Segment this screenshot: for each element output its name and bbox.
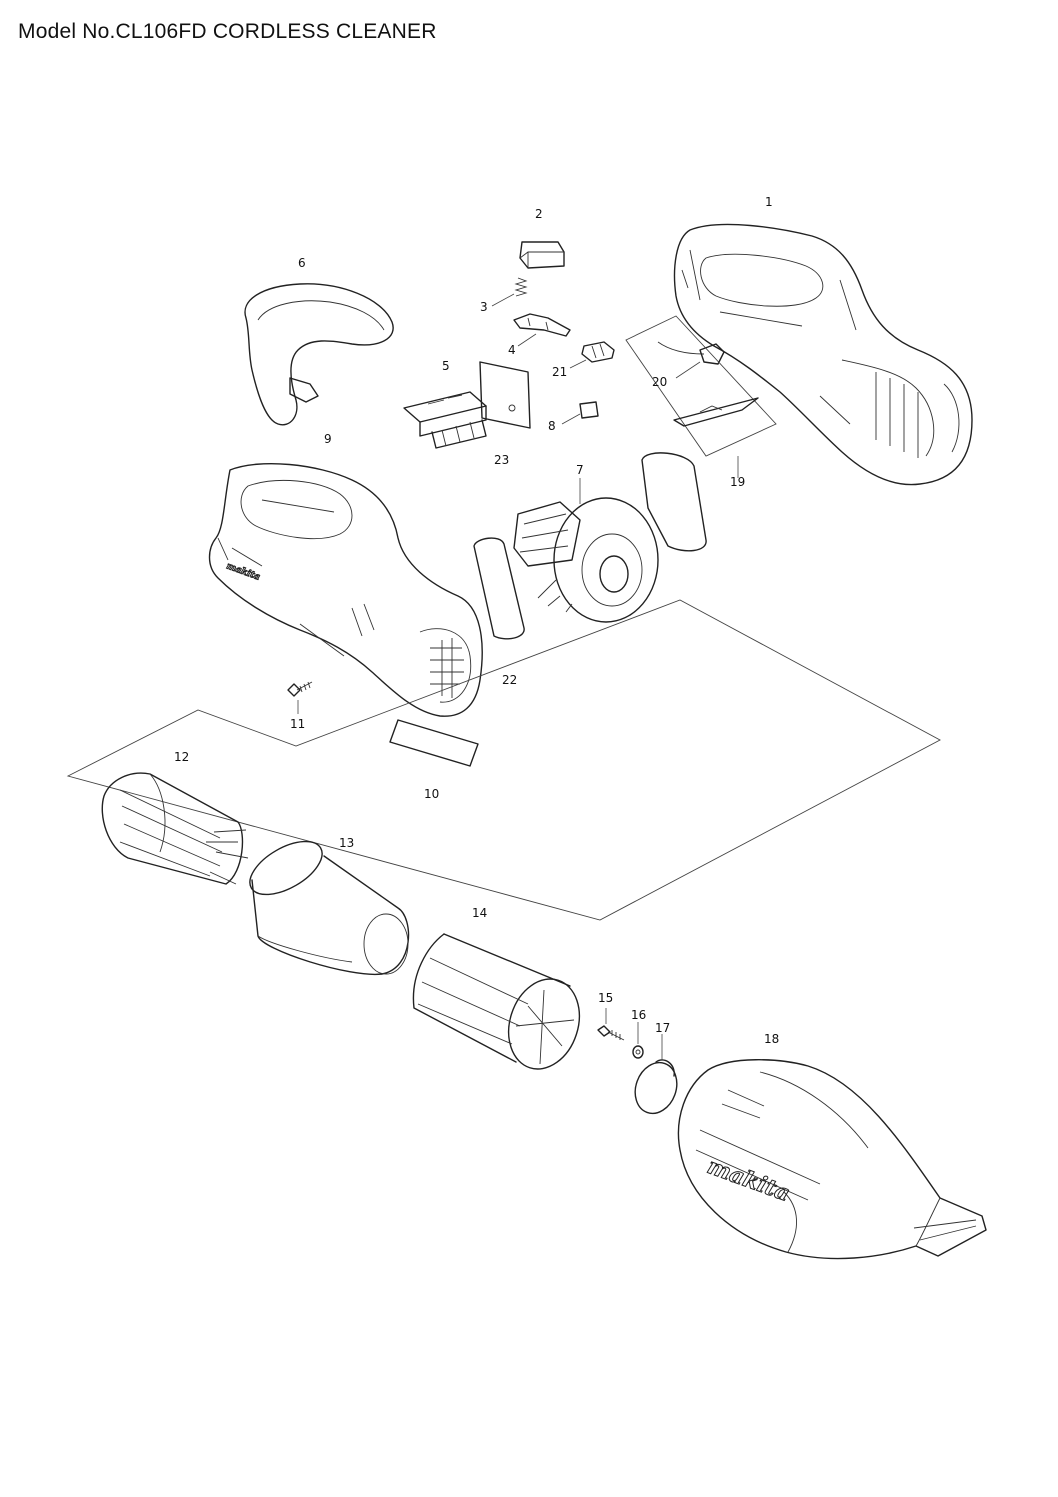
- callout-10: 10: [424, 787, 439, 801]
- callout-17: 17: [655, 1021, 670, 1035]
- callout-8: 8: [548, 419, 556, 433]
- callout-numbers: 1 2 3 4 5 6 7 8 9 10 11 12 13 14 15 16 1…: [174, 195, 779, 1046]
- part-20-lead-terminal: [657, 341, 725, 379]
- part-11-screw: [287, 681, 313, 714]
- callout-3: 3: [480, 300, 488, 314]
- part-17-valve: [634, 1034, 678, 1115]
- callout-11: 11: [290, 717, 305, 731]
- part-1-housing-right: [673, 223, 973, 486]
- callout-21: 21: [552, 365, 567, 379]
- part-7-motor-fan: [513, 478, 659, 623]
- part-10-label: [389, 719, 479, 767]
- part-4-switch-lever: [513, 313, 571, 347]
- nozzle-logo-text: makita: [704, 1153, 793, 1207]
- callout-14: 14: [472, 906, 487, 920]
- callout-12: 12: [174, 750, 189, 764]
- part-14-filter: [412, 933, 581, 1070]
- diagram-title: Model No.CL106FD CORDLESS CLEANER: [18, 20, 437, 43]
- callout-18: 18: [764, 1032, 779, 1046]
- part-13-cloth-filter: [249, 840, 410, 976]
- callout-9: 9: [324, 432, 332, 446]
- callout-13: 13: [339, 836, 354, 850]
- callout-7: 7: [576, 463, 584, 477]
- part-16-washer: [632, 1022, 644, 1059]
- part-22-seal: [473, 537, 525, 640]
- callout-16: 16: [631, 1008, 646, 1022]
- part-12-prefilter: [101, 772, 249, 885]
- callout-23: 23: [494, 453, 509, 467]
- part-2-switch: [519, 241, 565, 269]
- callout-15: 15: [598, 991, 613, 1005]
- part-23-terminal-block: [403, 391, 487, 449]
- part-21-connector: [569, 341, 615, 369]
- part-6-hook: [244, 283, 394, 426]
- part-8-plate: [561, 401, 599, 425]
- callout-19: 19: [730, 475, 745, 489]
- part-5-seal: [479, 361, 531, 429]
- housing-logo-text: makita: [225, 561, 261, 582]
- part-3-spring: [491, 277, 528, 307]
- part-22-foam-right: [641, 452, 707, 552]
- part-9-housing-left: makita: [208, 463, 483, 717]
- callout-6: 6: [298, 256, 306, 270]
- callout-4: 4: [508, 343, 516, 357]
- part-19-group-box: [625, 315, 777, 478]
- part-10-group-box: [66, 599, 941, 921]
- callout-1: 1: [765, 195, 773, 209]
- callout-2: 2: [535, 207, 543, 221]
- part-18-nozzle: makita: [677, 1059, 987, 1260]
- callout-22: 22: [502, 673, 517, 687]
- callout-20: 20: [652, 375, 667, 389]
- part-15-screw: [597, 1008, 625, 1041]
- callout-5: 5: [442, 359, 450, 373]
